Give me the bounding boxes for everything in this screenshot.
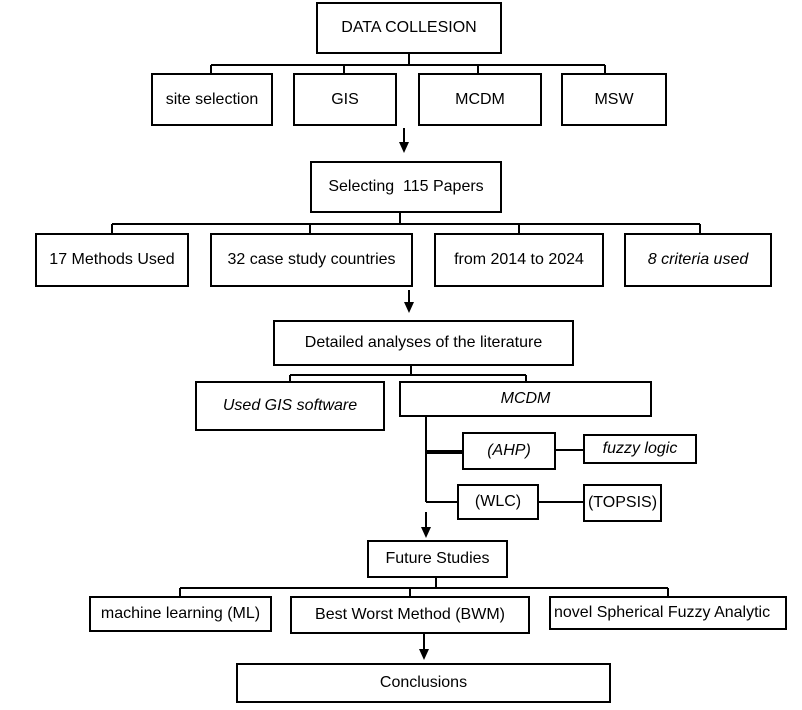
future-studies-box: Future Studies — [367, 540, 508, 578]
topic-msw-box: MSW — [561, 73, 667, 126]
data-collection-box: DATA COLLESION — [316, 2, 502, 54]
future-spherical-fuzzy-box: novel Spherical Fuzzy Analytic — [549, 596, 787, 630]
stat-methods-box: 17 Methods Used — [35, 233, 189, 287]
conclusions-box: Conclusions — [236, 663, 611, 703]
topic-gis-box: GIS — [293, 73, 397, 126]
selection-box: Selecting 115 Papers — [310, 161, 502, 213]
stat-criteria-box: 8 criteria used — [624, 233, 772, 287]
topic-mcdm-box: MCDM — [418, 73, 542, 126]
future-ml-box: machine learning (ML) — [89, 596, 272, 632]
selection-text: Selecting 115 Papers — [328, 178, 484, 195]
gis-software-box: Used GIS software — [195, 381, 385, 431]
mcdm-branch-box: MCDM — [399, 381, 652, 417]
literature-analysis-box: Detailed analyses of the literature — [273, 320, 574, 366]
flow-arrows — [399, 128, 431, 660]
topic-site-selection-box: site selection — [151, 73, 273, 126]
ahp-box: (AHP) — [462, 432, 556, 470]
stat-years-box: from 2014 to 2024 — [434, 233, 604, 287]
topsis-box: (TOPSIS) — [583, 484, 662, 522]
fuzzy-logic-box: fuzzy logic — [583, 434, 697, 464]
future-bwm-box: Best Worst Method (BWM) — [290, 596, 530, 634]
wlc-box: (WLC) — [457, 484, 539, 520]
stat-countries-box: 32 case study countries — [210, 233, 413, 287]
